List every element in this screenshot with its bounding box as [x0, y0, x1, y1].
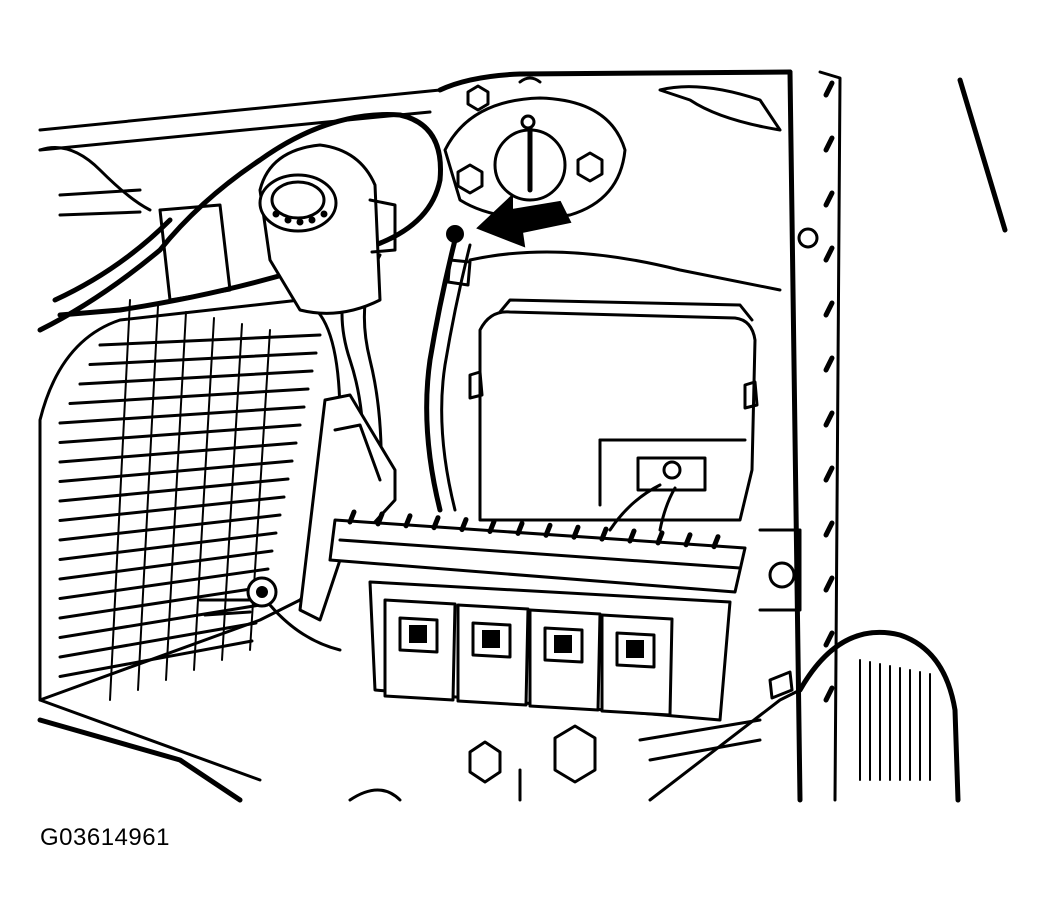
radiator-grille [37, 298, 342, 803]
rail-tooth [431, 515, 441, 531]
grille-slat [58, 477, 290, 503]
grille-slat [58, 531, 278, 561]
panel-tick [823, 190, 835, 208]
grille-vane [109, 299, 131, 701]
battery-box [468, 298, 759, 532]
panel-tick [823, 80, 835, 98]
lower-components [348, 718, 762, 802]
ground-bolt-lower [198, 576, 342, 652]
rail-tooth [515, 520, 525, 536]
connector-block [383, 598, 457, 702]
rail-tooth [571, 524, 581, 540]
panel-tick [823, 300, 835, 318]
panel-tick [823, 520, 835, 538]
inner-fender-panel [758, 80, 835, 703]
grille-slat [68, 387, 310, 405]
grille-vane [193, 317, 215, 671]
grille-slat [78, 369, 314, 386]
rail-tooth [711, 534, 721, 550]
fender-wheel-arch [648, 629, 961, 803]
rail-tooth [543, 522, 553, 538]
panel-tick [823, 685, 835, 703]
support-bracket [298, 393, 397, 622]
grille-vane [165, 311, 187, 681]
rail-tooth [403, 513, 413, 529]
fluid-reservoir [258, 143, 397, 315]
module-rail [328, 509, 747, 722]
grille-slat [58, 459, 294, 483]
grille-slat [58, 549, 274, 581]
panel-tick [823, 355, 835, 373]
rail-tooth [655, 530, 665, 546]
rail-tooth [683, 532, 693, 548]
figure-id-label: G03614961 [40, 824, 170, 851]
panel-tick [823, 465, 835, 483]
grille-slat [58, 495, 286, 522]
grille-slat [58, 405, 306, 425]
ground-connection [424, 225, 472, 513]
rail-tooth [347, 509, 357, 525]
panel-tick [823, 575, 835, 593]
panel-tick [823, 410, 835, 428]
connector-block [528, 608, 602, 712]
connector-block [456, 603, 530, 707]
rail-tooth [459, 517, 469, 533]
grille-slat [58, 567, 270, 600]
grille-slat [58, 639, 254, 678]
panel-tick [823, 630, 835, 648]
rail-tooth [375, 511, 385, 527]
callout-arrow [476, 193, 572, 248]
grille-slat [58, 513, 282, 542]
strut-tower [443, 76, 782, 292]
grille-slat [58, 585, 266, 620]
hood-opening-lines [38, 69, 1008, 803]
grille-slat [98, 333, 322, 347]
rail-tooth [487, 519, 497, 534]
grille-vane [137, 305, 159, 691]
rail-tooth [627, 528, 637, 544]
panel-tick [823, 135, 835, 153]
panel-tick [823, 245, 835, 263]
rail-tooth [599, 526, 609, 542]
connector-block [600, 613, 674, 717]
grille-slat [58, 603, 262, 639]
grille-vane [221, 323, 243, 661]
